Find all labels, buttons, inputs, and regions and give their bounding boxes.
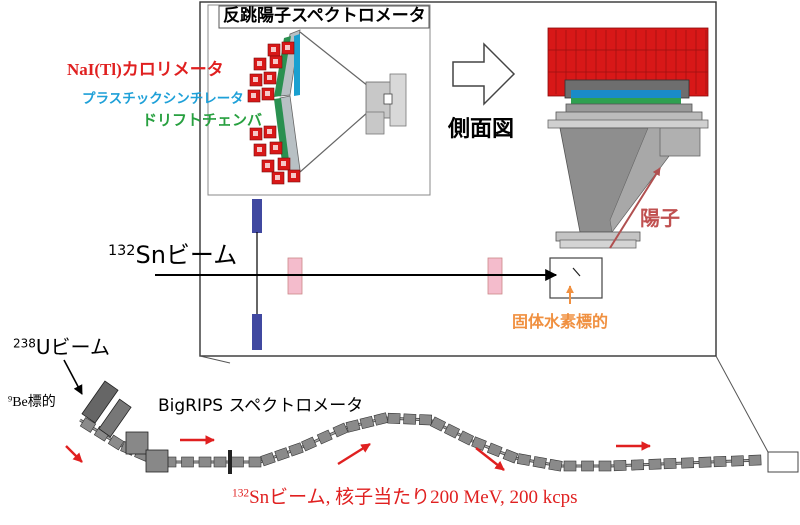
proton-arrow [609,167,661,249]
bigrips-label: BigRIPS スペクトロメータ [158,396,364,416]
spectrometer-drawing [274,29,407,175]
upstream-detector-top [252,199,262,233]
nai-label: NaI(Tl)カロリメータ [67,60,224,79]
hollow-arrow [452,42,516,106]
beam-direction-arrows [65,435,651,471]
target-chamber [549,257,603,299]
u-beam-arrow [63,359,83,395]
nai-crystals [247,41,301,185]
u-beam-mass: 238 [13,336,36,351]
bigrips-beamline [79,380,762,474]
drift-label: ドリフトチェンバ [142,111,263,129]
proton-label: 陽子 [640,206,680,230]
bottom-beam-label: 132Snビーム, 核子当たり200 MeV, 200 kcps [232,488,578,507]
u-beam-name: Uビーム [35,335,110,359]
inset-title: 反跳陽子スペクトロメータ [223,6,426,26]
plastic-label: プラスチックシンチレータ [82,91,244,107]
target-label: 固体水素標的 [512,312,609,331]
target-foil [572,267,581,277]
beamline-end-box [767,451,799,473]
be-target-label: 9Be標的 [8,394,56,410]
side-view-label: 側面図 [448,117,515,142]
sn-beam-name: Snビーム [135,241,238,269]
bottom-text: Snビーム, 核子当たり200 MeV, 200 kcps [249,487,578,508]
side-view-drawing [547,27,709,249]
projection-line-left [199,355,231,364]
inset-title-box [218,5,430,29]
sn-beam-label: 132Snビーム [108,243,237,267]
u-beam-label: 238Uビーム [13,337,110,357]
upstream-detector-bottom [252,314,262,350]
main-frame [199,1,717,357]
projection-line-right [715,355,769,453]
be-mass: 9 [8,394,13,404]
be-name: Be標的 [12,395,56,410]
bottom-mass: 132 [232,487,250,500]
sn-beam-mass: 132 [108,243,136,260]
